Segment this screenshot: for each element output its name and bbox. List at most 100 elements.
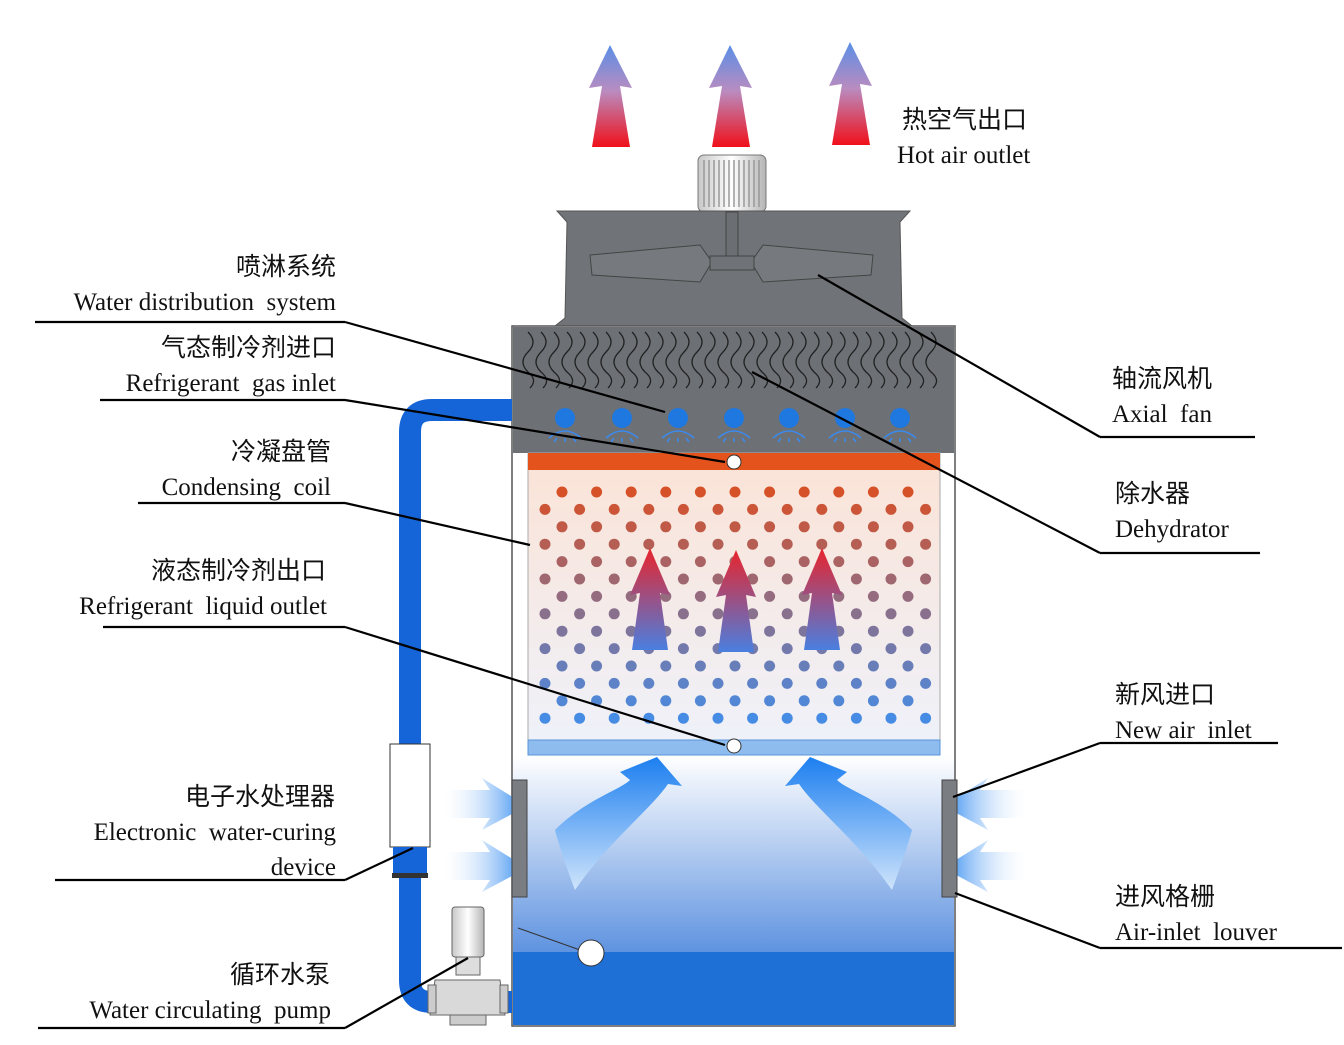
coil-tube xyxy=(694,521,706,533)
coil-tube xyxy=(539,712,551,724)
svg-text:Refrigerant liquid outlet: Refrigerant liquid outlet xyxy=(79,593,327,620)
spray-nozzle-icon xyxy=(772,408,806,443)
air-arrow-icon xyxy=(943,840,1030,892)
coil-tube xyxy=(694,660,706,672)
coil-tube xyxy=(902,625,914,637)
coil-tube xyxy=(574,608,586,620)
hot-air-arrow-icon xyxy=(589,45,632,147)
dehydrator xyxy=(513,327,954,395)
coil-tube xyxy=(867,521,879,533)
svg-text:除水器: 除水器 xyxy=(1115,479,1190,508)
coil-tube xyxy=(902,695,914,707)
coil-tube xyxy=(798,556,810,568)
coil-tube xyxy=(591,660,603,672)
coil-tube xyxy=(816,712,828,724)
spray-nozzle-icon xyxy=(605,408,639,443)
hot-air-arrow-icon xyxy=(829,42,872,145)
coil-tube xyxy=(574,712,586,724)
coil-tube xyxy=(798,660,810,672)
coil-tube xyxy=(885,677,897,689)
coil-tube xyxy=(867,590,879,602)
coil-tube xyxy=(781,608,793,620)
coil-tube xyxy=(902,660,914,672)
coil-tube xyxy=(556,556,568,568)
coil-tube xyxy=(556,590,568,602)
coil-tube xyxy=(885,643,897,655)
coil-tube xyxy=(556,486,568,498)
svg-text:冷凝盘管: 冷凝盘管 xyxy=(231,437,331,466)
coil-tube xyxy=(591,521,603,533)
svg-text:新风进口: 新风进口 xyxy=(1115,680,1215,709)
coil-tube xyxy=(608,677,620,689)
fan-motor xyxy=(697,154,767,213)
coil-tube xyxy=(816,503,828,515)
gas-inlet-port xyxy=(726,454,742,470)
coil-tube xyxy=(867,660,879,672)
coil-tube xyxy=(833,695,845,707)
coil-tube xyxy=(539,503,551,515)
coil-tube xyxy=(764,695,776,707)
coil-tube xyxy=(591,625,603,637)
svg-text:New air inlet: New air inlet xyxy=(1115,717,1252,744)
coil-tube xyxy=(920,643,932,655)
svg-text:Electronic water-curing: Electronic water-curing xyxy=(94,819,337,846)
coil-tube xyxy=(902,556,914,568)
inlet-air-arrow-icon xyxy=(555,757,682,890)
axial-fan xyxy=(553,210,914,327)
coil-tube xyxy=(660,695,672,707)
svg-text:电子水处理器: 电子水处理器 xyxy=(185,782,335,811)
label-refrigerant-liquid-outlet: 液态制冷剂出口 Refrigerant liquid outlet xyxy=(79,556,327,620)
coil-tube xyxy=(920,538,932,550)
water-basin xyxy=(513,952,954,1025)
coil-tube xyxy=(850,643,862,655)
coil-tube xyxy=(677,538,689,550)
coil-tube xyxy=(885,573,897,585)
coil-tube xyxy=(608,643,620,655)
condensing-coil xyxy=(527,452,941,756)
coil-tube xyxy=(608,608,620,620)
coil-tube xyxy=(781,712,793,724)
coil-tube xyxy=(625,556,637,568)
coil-tube xyxy=(591,486,603,498)
air-arrow-icon xyxy=(440,840,527,892)
coil-tube xyxy=(781,677,793,689)
coil-tube xyxy=(764,590,776,602)
coil-tube xyxy=(764,521,776,533)
air-arrow-icon xyxy=(440,778,527,830)
label-axial-fan: 轴流风机 Axial fan xyxy=(1112,364,1212,428)
coil-tube xyxy=(798,695,810,707)
coil-tube xyxy=(798,486,810,498)
air-inlet-louver-left xyxy=(511,779,528,898)
coil-tube xyxy=(885,608,897,620)
svg-text:Water circulating pump: Water circulating pump xyxy=(89,997,331,1024)
coil-tube xyxy=(781,573,793,585)
coil-tube xyxy=(885,712,897,724)
coil-tube xyxy=(850,608,862,620)
coil-tube xyxy=(833,486,845,498)
coil-tube xyxy=(556,695,568,707)
coil-tube xyxy=(574,538,586,550)
coil-tube xyxy=(729,521,741,533)
leader-lines xyxy=(35,274,1342,1030)
coil-tube xyxy=(902,521,914,533)
water-circulating-pump xyxy=(427,906,509,1026)
coil-tube xyxy=(712,503,724,515)
coil-tube xyxy=(625,625,637,637)
coil-tube xyxy=(574,677,586,689)
spray-nozzle-icon xyxy=(883,408,917,443)
coil-tube xyxy=(608,573,620,585)
coil-tube xyxy=(574,573,586,585)
heat-arrow-icon xyxy=(802,548,842,650)
coil-tube xyxy=(608,712,620,724)
svg-text:device: device xyxy=(271,854,336,881)
svg-text:Dehydrator: Dehydrator xyxy=(1115,516,1230,543)
coil-tube xyxy=(764,486,776,498)
air-arrow-icon xyxy=(943,778,1030,830)
label-electronic-water-curing-device: 电子水处理器 Electronic water-curing device xyxy=(94,782,337,881)
coil-tube xyxy=(591,556,603,568)
coil-tube xyxy=(867,625,879,637)
coil-tube xyxy=(920,503,932,515)
label-hot-air-outlet: 热空气出口 Hot air outlet xyxy=(897,105,1030,169)
coil-tube xyxy=(574,503,586,515)
